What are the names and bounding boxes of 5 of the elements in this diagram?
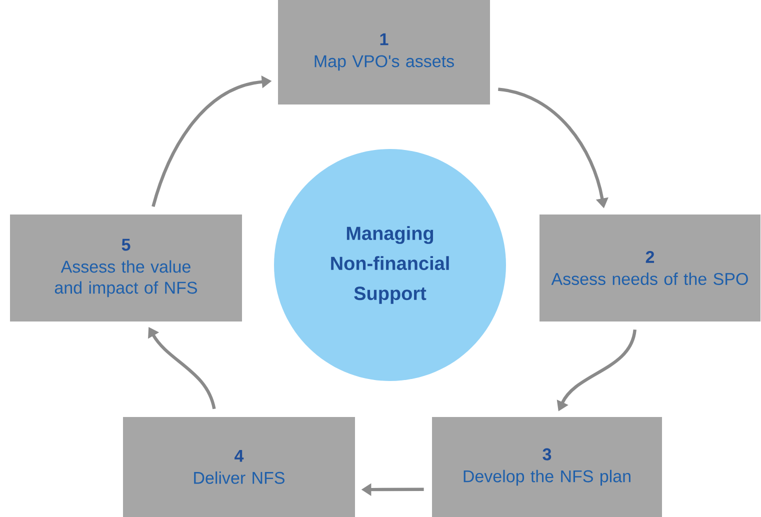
process-box: 2 Assess needs of the SPO xyxy=(540,214,760,322)
process-box: 4 Deliver NFS xyxy=(123,416,355,517)
process-box: 1 Map VPO's assets xyxy=(278,0,490,104)
process-box: 5 Assess the value and impact of NFS xyxy=(10,214,242,322)
process-box: 3 Develop the NFS plan xyxy=(432,416,662,517)
